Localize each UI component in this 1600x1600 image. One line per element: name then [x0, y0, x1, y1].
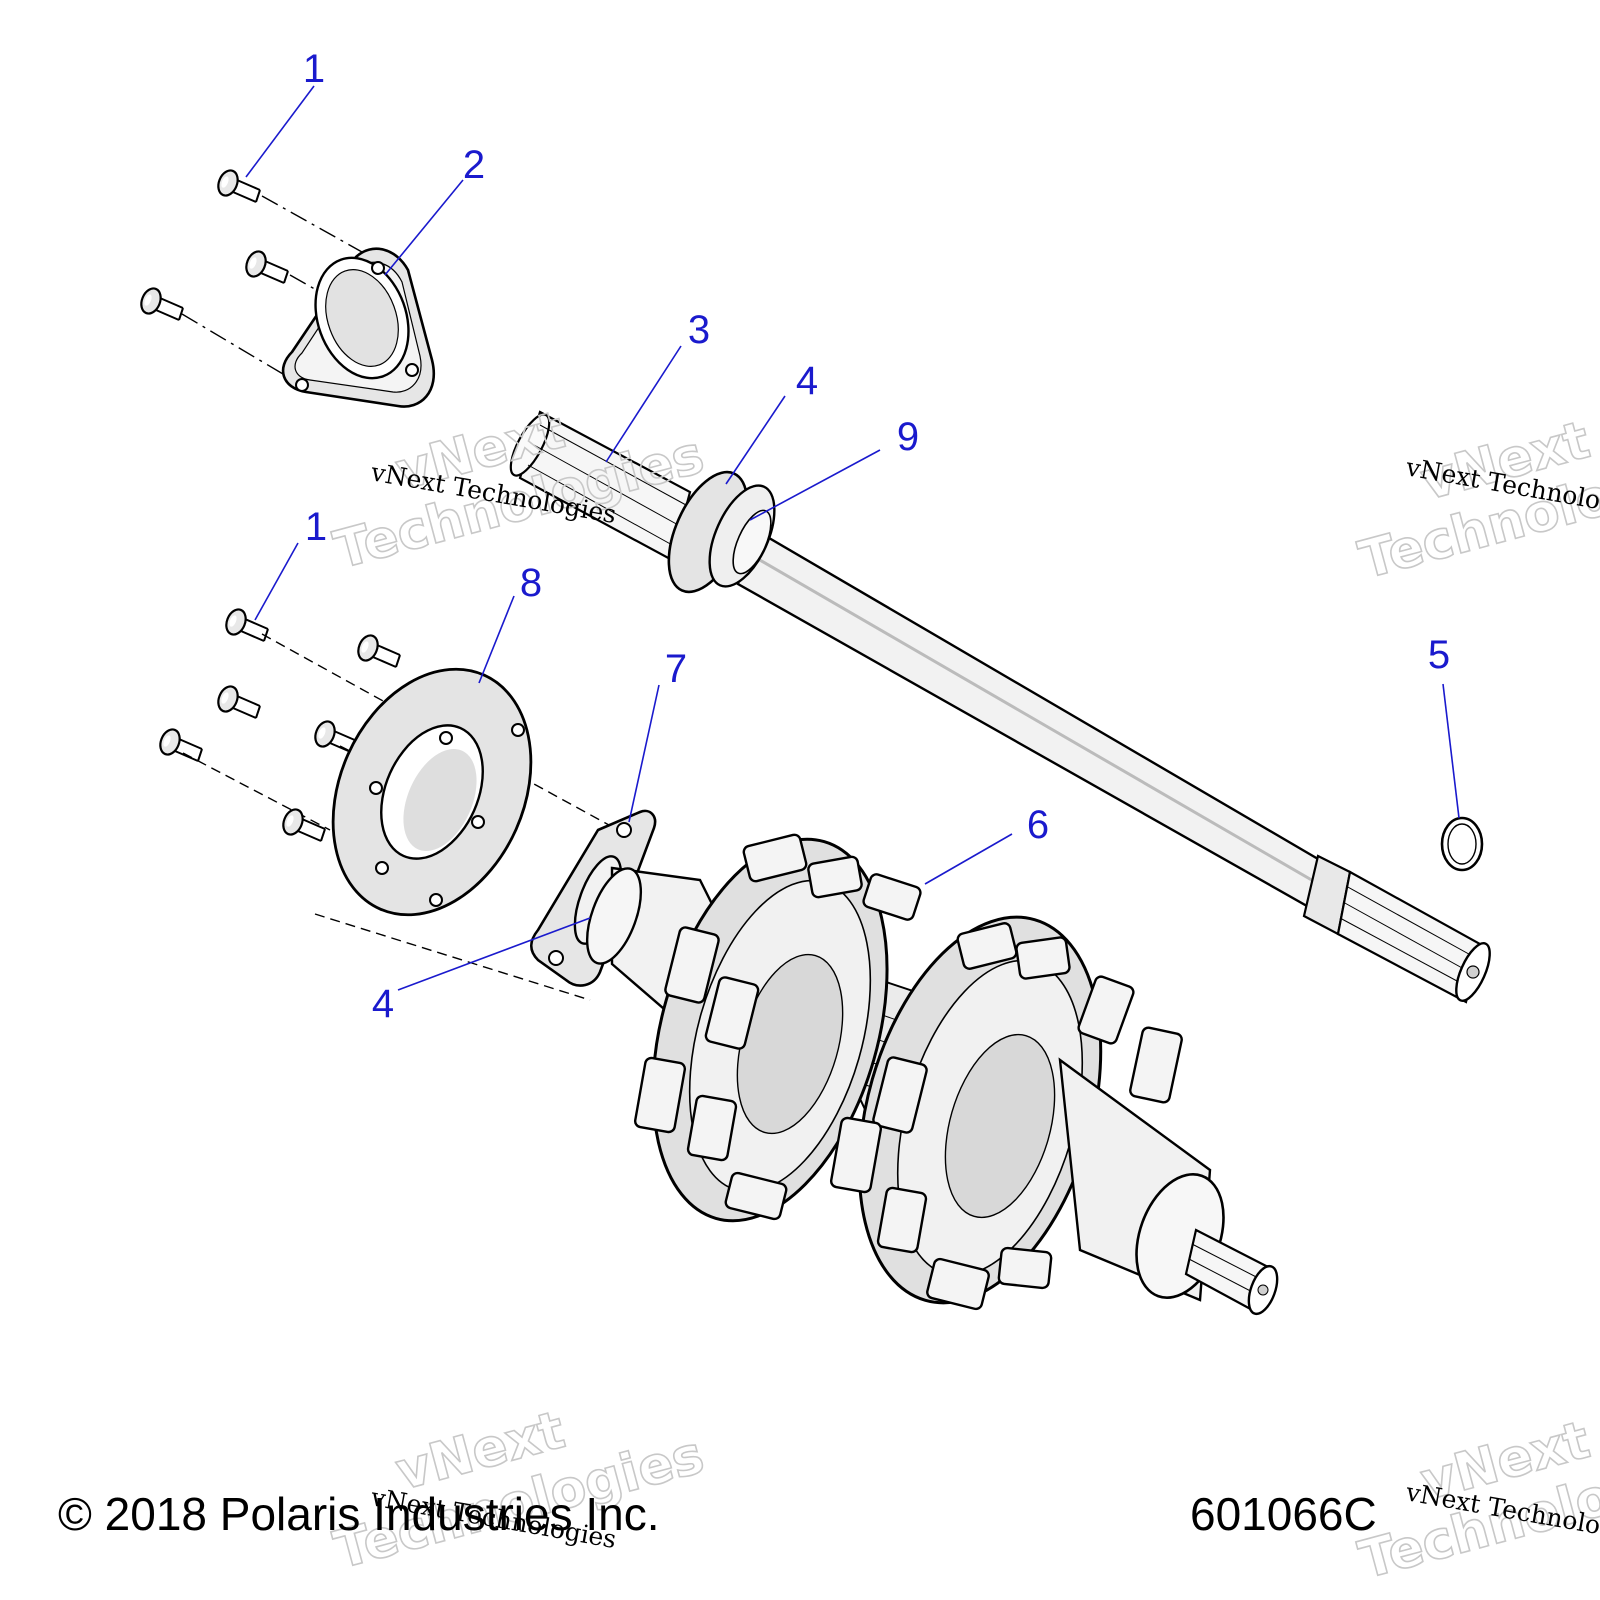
callout-number: 4: [372, 982, 394, 1026]
callout-8[interactable]: 8: [478, 561, 542, 684]
callout-1-lower[interactable]: 1: [254, 505, 327, 621]
bolt-lower-3: [213, 682, 262, 720]
callout-number: 5: [1428, 633, 1450, 677]
bolt-upper-1: [213, 166, 262, 204]
callout-2[interactable]: 2: [384, 143, 485, 276]
drawing-number: 601066C: [1190, 1488, 1377, 1540]
bolt-upper-2: [241, 247, 290, 285]
o-ring: [1440, 816, 1484, 872]
callout-number: 6: [1027, 803, 1049, 847]
callout-5[interactable]: 5: [1428, 633, 1460, 819]
drive-sprocket-assembly: [585, 833, 1279, 1316]
bolt-lower-2: [353, 631, 402, 669]
bolt-lower-1: [221, 605, 270, 643]
bolt-lower-5: [155, 725, 204, 763]
upper-flange-group: [136, 166, 435, 408]
callout-4-lower[interactable]: 4: [372, 917, 591, 1026]
callout-1-upper[interactable]: 1: [245, 47, 325, 178]
bolt-upper-3: [136, 284, 185, 322]
callout-number: 1: [303, 47, 325, 91]
callout-4-upper[interactable]: 4: [725, 359, 818, 485]
lower-flange-group: [155, 605, 641, 1001]
callout-7[interactable]: 7: [628, 647, 687, 823]
upper-flange-plate: [281, 247, 435, 408]
callouts: 1 2 3 4 9 1 8 7: [245, 47, 1460, 1026]
lower-flange-plate: [331, 667, 533, 917]
callout-6[interactable]: 6: [924, 803, 1049, 885]
callout-number: 9: [897, 415, 919, 459]
callout-number: 4: [796, 359, 818, 403]
callout-3[interactable]: 3: [605, 308, 710, 463]
driveshaft: [509, 410, 1491, 1004]
copyright-notice: © 2018 Polaris Industries Inc.: [58, 1488, 660, 1540]
callout-number: 1: [305, 505, 327, 549]
callout-number: 2: [463, 143, 485, 187]
callout-number: 7: [665, 647, 687, 691]
callout-9[interactable]: 9: [749, 415, 919, 521]
callout-number: 8: [520, 561, 542, 605]
callout-number: 3: [688, 308, 710, 352]
